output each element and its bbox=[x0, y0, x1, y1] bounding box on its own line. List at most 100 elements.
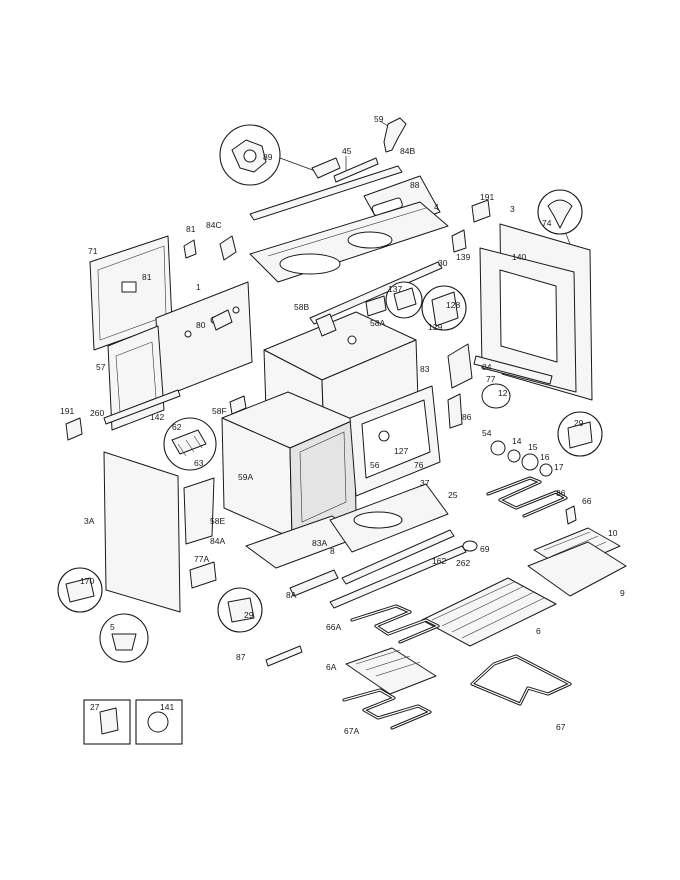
label-86a: 86 bbox=[462, 412, 472, 422]
label-1: 1 bbox=[196, 282, 201, 292]
label-83a: 83A bbox=[312, 538, 327, 548]
label-12: 12 bbox=[498, 388, 508, 398]
label-76: 76 bbox=[414, 460, 424, 470]
label-37: 37 bbox=[420, 478, 430, 488]
vent-duct-59 bbox=[379, 117, 407, 153]
rail-8a bbox=[289, 569, 339, 597]
label-29-right: 29 bbox=[574, 418, 584, 428]
label-141: 141 bbox=[160, 702, 174, 712]
label-81a: 81 bbox=[186, 224, 196, 234]
rail-162 bbox=[341, 529, 455, 585]
detail-box-141 bbox=[135, 699, 183, 745]
label-84c: 84C bbox=[206, 220, 222, 230]
label-81b: 81 bbox=[142, 272, 152, 282]
label-84a: 84A bbox=[210, 536, 225, 546]
front-strip-30 bbox=[309, 261, 443, 325]
label-139: 139 bbox=[456, 252, 470, 262]
label-69: 69 bbox=[480, 544, 490, 554]
label-56: 56 bbox=[370, 460, 380, 470]
seal-58a bbox=[365, 295, 387, 317]
label-260: 260 bbox=[90, 408, 104, 418]
label-129: 129 bbox=[428, 322, 442, 332]
terminal-66 bbox=[565, 505, 577, 525]
rail-77 bbox=[473, 355, 553, 385]
detail-callout-170 bbox=[57, 567, 103, 613]
part-labels: 59 89 45 84B 88 4 191 3 74 84C 81 71 81 … bbox=[60, 114, 625, 736]
bracket-81a bbox=[183, 239, 197, 259]
rail-260 bbox=[103, 389, 181, 425]
label-58e: 58E bbox=[210, 516, 225, 526]
label-17: 17 bbox=[554, 462, 564, 472]
label-30: 30 bbox=[438, 258, 448, 268]
bake-element-67a bbox=[342, 688, 432, 730]
oven-rack-6a bbox=[345, 647, 437, 695]
bracket-86a bbox=[447, 393, 463, 429]
label-4: 4 bbox=[434, 202, 439, 212]
label-170: 170 bbox=[80, 576, 94, 586]
label-62: 62 bbox=[172, 422, 182, 432]
side-panel-3a bbox=[103, 451, 181, 613]
broil-element-66a bbox=[350, 604, 440, 644]
fan-assembly bbox=[490, 440, 553, 477]
motor-12 bbox=[481, 383, 511, 409]
detail-callout-128-129 bbox=[421, 285, 467, 331]
label-66a: 66A bbox=[326, 622, 341, 632]
oven-rack-5 bbox=[421, 577, 557, 647]
label-25: 25 bbox=[448, 490, 458, 500]
label-77: 77 bbox=[486, 374, 496, 384]
label-10: 10 bbox=[608, 528, 618, 538]
broil-pan-9 bbox=[527, 541, 627, 597]
bracket-84 bbox=[447, 343, 473, 389]
hinge-bracket-45 bbox=[311, 156, 379, 183]
label-67: 67 bbox=[556, 722, 566, 732]
bracket-77a bbox=[189, 561, 217, 589]
label-140: 140 bbox=[512, 252, 526, 262]
rail-87 bbox=[265, 645, 303, 667]
label-87: 87 bbox=[236, 652, 246, 662]
label-3: 3 bbox=[510, 204, 515, 214]
label-127: 127 bbox=[394, 446, 408, 456]
label-191-top: 191 bbox=[480, 192, 494, 202]
label-9: 9 bbox=[620, 588, 625, 598]
label-128: 128 bbox=[446, 300, 460, 310]
label-6: 6 bbox=[536, 626, 541, 636]
label-86b: 86 bbox=[556, 488, 566, 498]
label-262: 262 bbox=[456, 558, 470, 568]
oven-cavity-main bbox=[221, 391, 357, 539]
label-29-left: 29 bbox=[244, 610, 254, 620]
detail-callout-137 bbox=[385, 281, 423, 319]
bracket-191-top bbox=[471, 199, 491, 223]
label-88: 88 bbox=[410, 180, 420, 190]
label-3a: 3A bbox=[84, 516, 95, 526]
rear-inner-panel-140 bbox=[479, 247, 577, 393]
label-8a: 8A bbox=[286, 590, 297, 600]
label-84b: 84B bbox=[400, 146, 415, 156]
cap-69 bbox=[462, 540, 478, 552]
front-panel-84a bbox=[183, 477, 215, 545]
back-trim-4 bbox=[249, 165, 403, 221]
label-142: 142 bbox=[150, 412, 164, 422]
detail-callout-29-right bbox=[557, 411, 603, 457]
label-59: 59 bbox=[374, 114, 384, 124]
label-54: 54 bbox=[482, 428, 492, 438]
bake-element-67 bbox=[470, 654, 572, 706]
label-27: 27 bbox=[90, 702, 100, 712]
label-45: 45 bbox=[342, 146, 352, 156]
top-panel bbox=[249, 201, 449, 283]
seal-58b bbox=[315, 313, 337, 337]
door-frame-83 bbox=[349, 385, 441, 497]
label-14: 14 bbox=[512, 436, 522, 446]
bracket-139 bbox=[451, 229, 467, 253]
label-58b: 58B bbox=[294, 302, 309, 312]
label-15: 15 bbox=[528, 442, 538, 452]
label-80: 80 bbox=[196, 320, 206, 330]
label-74: 74 bbox=[542, 218, 552, 228]
label-71: 71 bbox=[88, 246, 98, 256]
label-59a: 59A bbox=[238, 472, 253, 482]
label-16: 16 bbox=[540, 452, 550, 462]
label-5: 5 bbox=[110, 622, 115, 632]
label-57: 57 bbox=[96, 362, 106, 372]
detail-callout-5 bbox=[99, 613, 149, 663]
detail-box-27 bbox=[83, 699, 131, 745]
